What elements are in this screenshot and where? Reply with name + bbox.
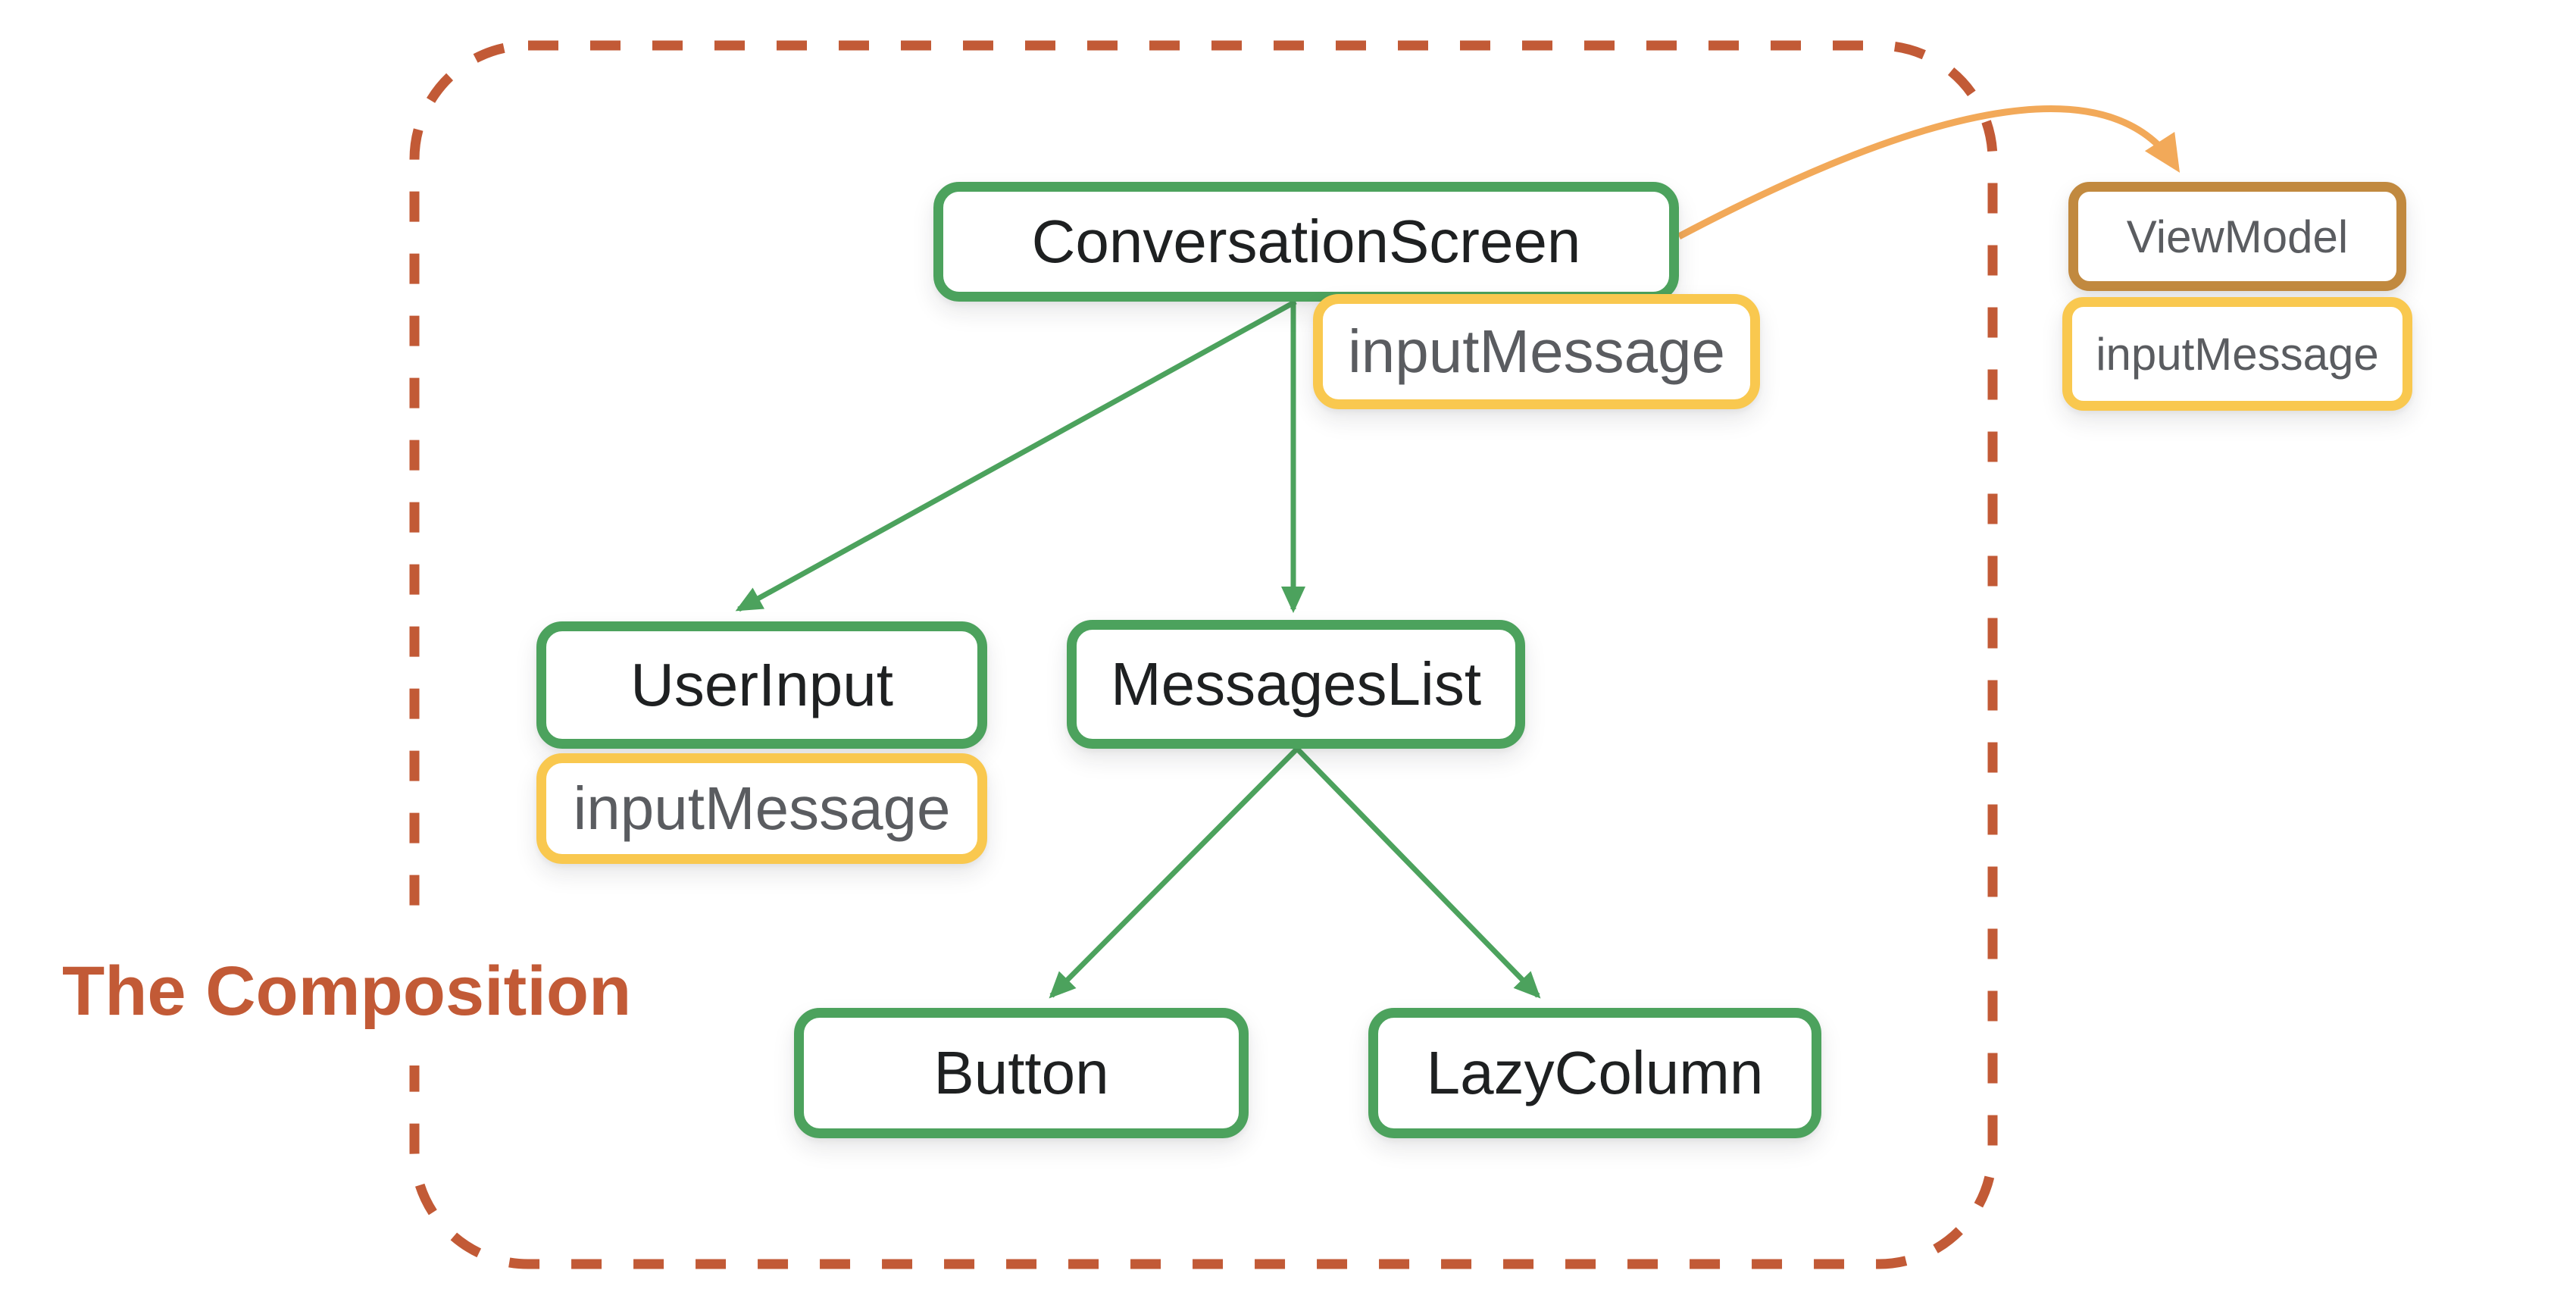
node-button-label: Button — [933, 1039, 1109, 1106]
node-lazycolumn: LazyColumn — [1368, 1008, 1821, 1138]
badge-inputmessage-userinput-label: inputMessage — [573, 774, 951, 842]
node-conversationscreen: ConversationScreen — [933, 182, 1679, 302]
node-conversationscreen-label: ConversationScreen — [1031, 208, 1581, 275]
node-lazycolumn-label: LazyColumn — [1426, 1039, 1764, 1106]
badge-inputmessage-viewmodel: inputMessage — [2062, 297, 2412, 411]
composition-title: The Composition — [44, 917, 674, 1065]
edge-messageslist-lazycolumn — [1295, 746, 1541, 999]
node-messageslist: MessagesList — [1067, 620, 1525, 749]
composition-title-label: The Composition — [62, 952, 632, 1030]
composition-boundary — [409, 40, 1998, 1269]
node-viewmodel-label: ViewModel — [2126, 211, 2349, 262]
node-userinput: UserInput — [536, 621, 987, 749]
badge-inputmessage-conversationscreen: inputMessage — [1313, 294, 1760, 409]
node-userinput-label: UserInput — [630, 651, 893, 718]
node-button: Button — [794, 1008, 1249, 1138]
edge-messageslist-button — [1049, 746, 1299, 999]
node-messageslist-label: MessagesList — [1110, 650, 1482, 718]
badge-inputmessage-conversationscreen-label: inputMessage — [1347, 318, 1726, 385]
edge-conversationscreen-viewmodel — [1677, 105, 2181, 239]
node-viewmodel: ViewModel — [2068, 182, 2406, 291]
badge-inputmessage-userinput: inputMessage — [536, 753, 987, 864]
badge-inputmessage-viewmodel-label: inputMessage — [2096, 328, 2379, 380]
edge-conversationscreen-userinput — [735, 299, 1297, 612]
